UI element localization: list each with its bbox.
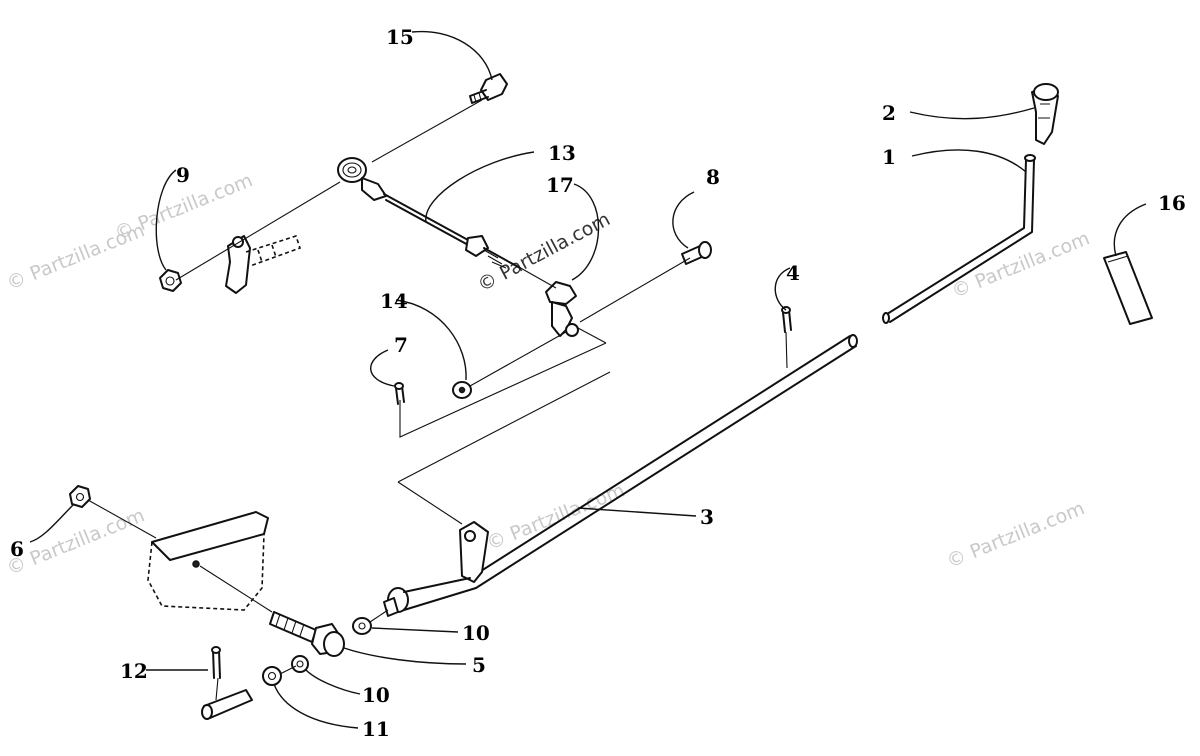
part-15-bolt [469,73,508,104]
callout-1: 1 [882,145,896,169]
callout-2: 2 [882,101,896,125]
part-6-nut [69,485,91,508]
callout-numbers: 1 2 3 4 5 6 7 8 9 10 10 11 12 13 14 15 1… [10,25,1186,741]
callout-14: 14 [380,289,408,313]
part-2-knob [1031,83,1059,145]
watermark-lower-left: © Partzilla.com [4,504,148,579]
callout-4: 4 [786,261,800,285]
swivel-bracket [545,281,579,337]
part-3-shaft [383,334,858,617]
callout-9: 9 [176,163,190,187]
part-12-pin [201,646,253,720]
watermarks: © Partzilla.com © Partzilla.com © Partzi… [4,169,1093,579]
callout-10-upper: 10 [462,621,490,645]
part-1-shift-lever [882,154,1036,324]
callout-17: 17 [546,173,574,197]
callout-16: 16 [1158,191,1186,215]
callout-11: 11 [362,717,390,741]
part-11-washer [262,666,282,686]
callout-8: 8 [706,165,720,189]
callout-6: 6 [10,537,24,561]
callout-10-lower: 10 [362,683,390,707]
part-14-washer [452,381,472,399]
part-13-linkage-rod [337,157,521,269]
part-9-nut [159,269,182,292]
part-4-pin [781,306,792,333]
lever-arm [225,234,302,294]
part-5-rod-end [269,611,345,657]
callout-12: 12 [120,659,148,683]
leader-lines [29,30,1147,729]
watermark-center-dark: © Partzilla.com [474,208,614,296]
assembly-lines [87,99,788,701]
callout-13: 13 [548,141,576,165]
watermark-lower-right: © Partzilla.com [944,497,1088,572]
callout-7: 7 [394,333,408,357]
callout-3: 3 [700,505,714,529]
part-16-plate [1103,251,1153,325]
callout-5: 5 [472,653,486,677]
callout-15: 15 [386,25,414,49]
part-10-washers [291,617,372,673]
frame-bracket [147,511,269,611]
part-7-cotter-pin [394,382,405,405]
